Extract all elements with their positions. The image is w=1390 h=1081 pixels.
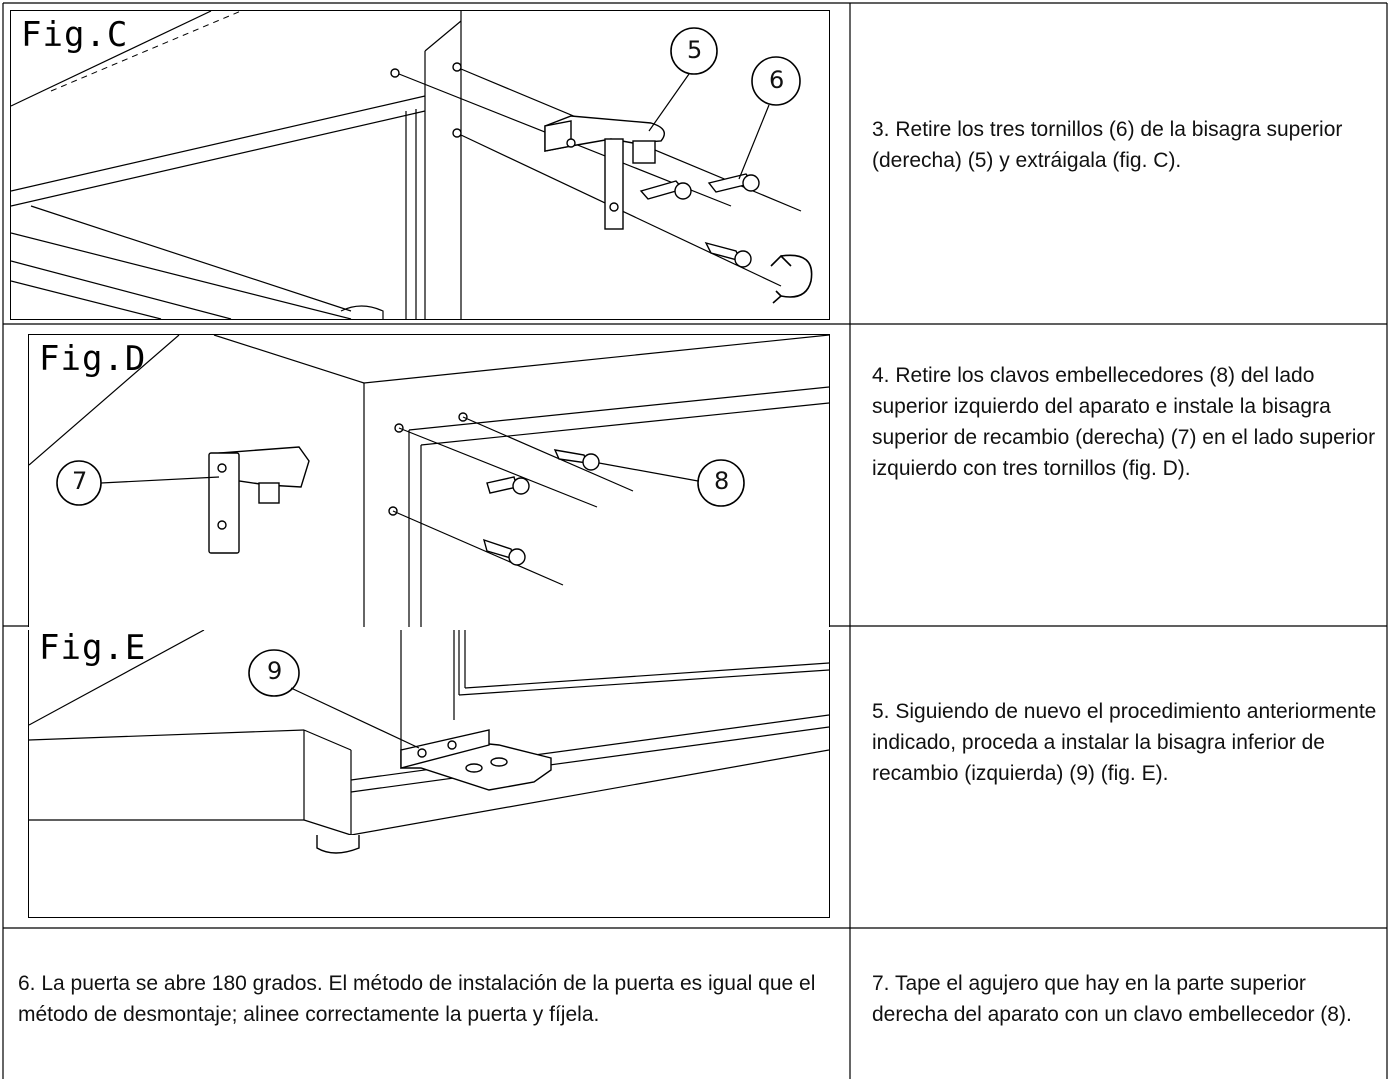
callout-8: 8: [714, 467, 730, 495]
figure-e-label: Fig.E: [39, 630, 147, 668]
figure-d-label: Fig.D: [39, 339, 147, 379]
callout-6: 6: [769, 66, 785, 94]
step-4-text: 4. Retire los clavos embellecedores (8) …: [872, 364, 1376, 480]
figure-c-label: Fig.C: [21, 15, 129, 55]
step-7-text: 7. Tape el agujero que hay en la parte s…: [872, 972, 1352, 1026]
callout-7: 7: [72, 467, 88, 495]
callout-5: 5: [687, 36, 703, 64]
figure-d: Fig.D 7 8: [28, 334, 830, 627]
figure-e-drawing: [29, 630, 829, 854]
step-5-text: 5. Siguiendo de nuevo el procedimiento a…: [872, 700, 1377, 785]
figure-e: Fig.E 9: [28, 630, 830, 918]
figure-d-drawing: [29, 335, 829, 627]
figure-c-drawing: [11, 11, 813, 319]
figure-c: Fig.C 5 6: [10, 10, 830, 320]
callout-9: 9: [267, 657, 283, 685]
step-6-text: 6. La puerta se abre 180 grados. El méto…: [18, 972, 816, 1026]
step-3-text: 3. Retire los tres tornillos (6) de la b…: [872, 118, 1343, 172]
